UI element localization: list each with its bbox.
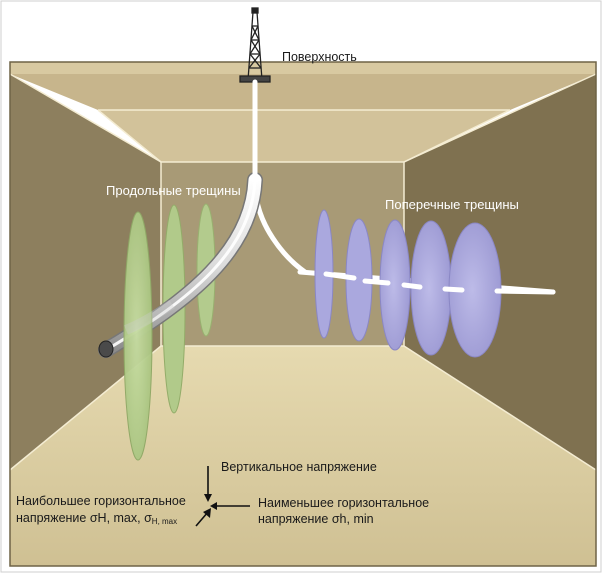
max-horizontal-stress-subscript: H, max bbox=[151, 517, 178, 526]
reservoir-box bbox=[9, 61, 597, 567]
longitudinal-fracture-1 bbox=[123, 211, 153, 461]
min-horizontal-stress-label-line2: напряжение σh, min bbox=[258, 512, 374, 526]
surface-label: Поверхность bbox=[282, 50, 357, 64]
wellbore-opening bbox=[98, 340, 114, 358]
transverse-fractures bbox=[314, 209, 556, 358]
box-left-wall bbox=[10, 74, 161, 470]
vertical-stress-label: Вертикальное напряжение bbox=[221, 460, 377, 474]
max-horizontal-stress-label-line1: Наибольшее горизонтальное bbox=[16, 494, 186, 508]
box-floor bbox=[10, 346, 596, 566]
max-horizontal-stress-label-text: напряжение σH, max, σ bbox=[16, 511, 152, 525]
transverse-fractures-label: Поперечные трещины bbox=[385, 197, 519, 212]
max-horizontal-stress-label-line2: напряжение σH, max, σH, max bbox=[16, 511, 177, 526]
min-horizontal-stress-label-line1: Наименьшее горизонтальное bbox=[258, 496, 430, 510]
longitudinal-fractures-label: Продольные трещины bbox=[106, 183, 241, 198]
box-top-band bbox=[10, 62, 596, 74]
stress-arrows bbox=[195, 466, 250, 527]
drilling-rig-icon bbox=[239, 7, 271, 83]
box-ceiling-inner bbox=[98, 110, 510, 162]
